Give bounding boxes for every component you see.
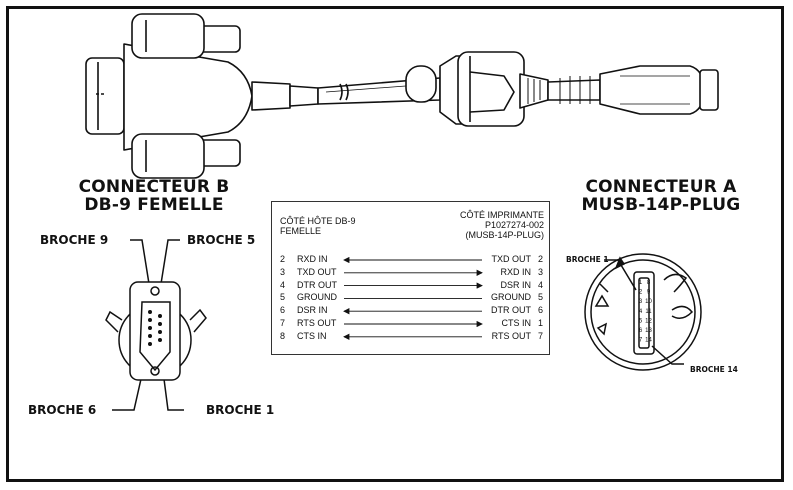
printer-signal: TXD OUT <box>491 254 532 264</box>
pinout-row: 2 RXD IN TXD OUT 2 <box>272 254 549 266</box>
printer-pin: 6 <box>537 305 543 316</box>
pinout-row: 7 RTS OUT CTS IN 1 <box>272 318 549 330</box>
pinout-row: 3 TXD OUT RXD IN 3 <box>272 267 549 279</box>
printer-pin: 4 <box>537 279 543 290</box>
diagram-frame <box>6 6 784 482</box>
host-pin: 3 <box>280 266 286 277</box>
connector-b-title-line1: CONNECTEUR B <box>78 177 230 197</box>
signal-arrows <box>343 256 483 340</box>
printer-signal: GROUND <box>491 292 531 303</box>
connector-b-title-line2: DB-9 FEMELLE <box>84 195 224 215</box>
host-pin: 8 <box>280 330 286 341</box>
usb-pin-number: 7 <box>639 338 643 344</box>
usb-pin-number: 13 <box>645 328 652 334</box>
usb-pin-number: 6 <box>639 328 643 334</box>
printer-signal: CTS IN <box>501 318 531 328</box>
printer-pin: 7 <box>537 330 543 341</box>
printer-signal: DTR OUT <box>491 305 531 316</box>
usb-pin-number: 10 <box>645 299 652 305</box>
usb-pin-number: 8 <box>647 280 651 286</box>
cable-illustration <box>85 13 719 179</box>
host-signal: CTS IN <box>297 330 327 341</box>
pinout-row: 5 GROUND GROUND 5 <box>272 292 549 304</box>
printer-signal: RXD IN <box>500 266 531 277</box>
pinout-row: 6 DSR IN DTR OUT 6 <box>272 305 549 317</box>
db9-pin5-label: BROCHE 5 <box>187 233 256 247</box>
musb-pin14-label: BROCHE 14 <box>690 365 738 374</box>
usb-pin-number: 9 <box>647 290 651 296</box>
connector-a-title-line2: MUSB-14P-PLUG <box>581 195 741 215</box>
host-signal: GROUND <box>297 292 337 303</box>
printer-side-header: CÔTÉ IMPRIMANTE P1027274-002 (MUSB-14P-P… <box>459 210 544 240</box>
pinout-row: 4 DTR OUT DSR IN 4 <box>272 280 549 292</box>
printer-signal: DSR IN <box>500 279 531 290</box>
usb-pin-number: 5 <box>639 318 643 324</box>
cable-segment <box>317 65 441 105</box>
pinout-row: 8 CTS IN RTS OUT 7 <box>272 331 549 343</box>
host-pin: 5 <box>280 292 286 303</box>
usb-pin-number: 11 <box>645 309 652 315</box>
musb-plug-body <box>439 51 719 127</box>
db9-front-view <box>105 239 207 411</box>
db9-pin1-label: BROCHE 1 <box>206 403 275 417</box>
printer-signal: RTS OUT <box>491 330 531 341</box>
host-signal: TXD OUT <box>297 266 337 277</box>
host-pin: 2 <box>280 254 286 264</box>
usb-pin-number: 2 <box>639 290 643 296</box>
printer-pin: 1 <box>537 318 543 328</box>
connector-a-title-line1: CONNECTEUR A <box>585 177 737 197</box>
host-pin: 4 <box>280 279 286 290</box>
host-signal: DTR OUT <box>297 279 337 290</box>
usb-pin-number: 3 <box>639 299 643 305</box>
db9-connector-body <box>85 13 319 179</box>
connector-a-title: CONNECTEUR A MUSB-14P-PLUG <box>568 178 754 214</box>
db9-pin6-label: BROCHE 6 <box>28 403 97 417</box>
printer-pin: 5 <box>537 292 543 303</box>
printer-pin: 2 <box>537 254 543 264</box>
usb-pin-number: 14 <box>645 338 652 344</box>
connector-b-title: CONNECTEUR B DB-9 FEMELLE <box>64 178 244 214</box>
host-signal: RTS OUT <box>297 318 337 328</box>
host-pin: 7 <box>280 318 286 328</box>
printer-pin: 3 <box>537 266 543 277</box>
host-pin: 6 <box>280 305 286 316</box>
host-signal: DSR IN <box>297 305 328 316</box>
db9-pin9-label: BROCHE 9 <box>40 233 109 247</box>
pinout-table: CÔTÉ HÔTE DB-9 FEMELLE CÔTÉ IMPRIMANTE P… <box>271 201 550 355</box>
musb-pin1-label: BROCHE 1 <box>566 255 609 264</box>
usb-pin-number: 1 <box>639 280 643 286</box>
usb-pin-number: 12 <box>645 318 652 324</box>
host-side-header: CÔTÉ HÔTE DB-9 FEMELLE <box>280 216 356 236</box>
host-signal: RXD IN <box>297 254 328 264</box>
usb-pin-number: 4 <box>639 309 643 315</box>
